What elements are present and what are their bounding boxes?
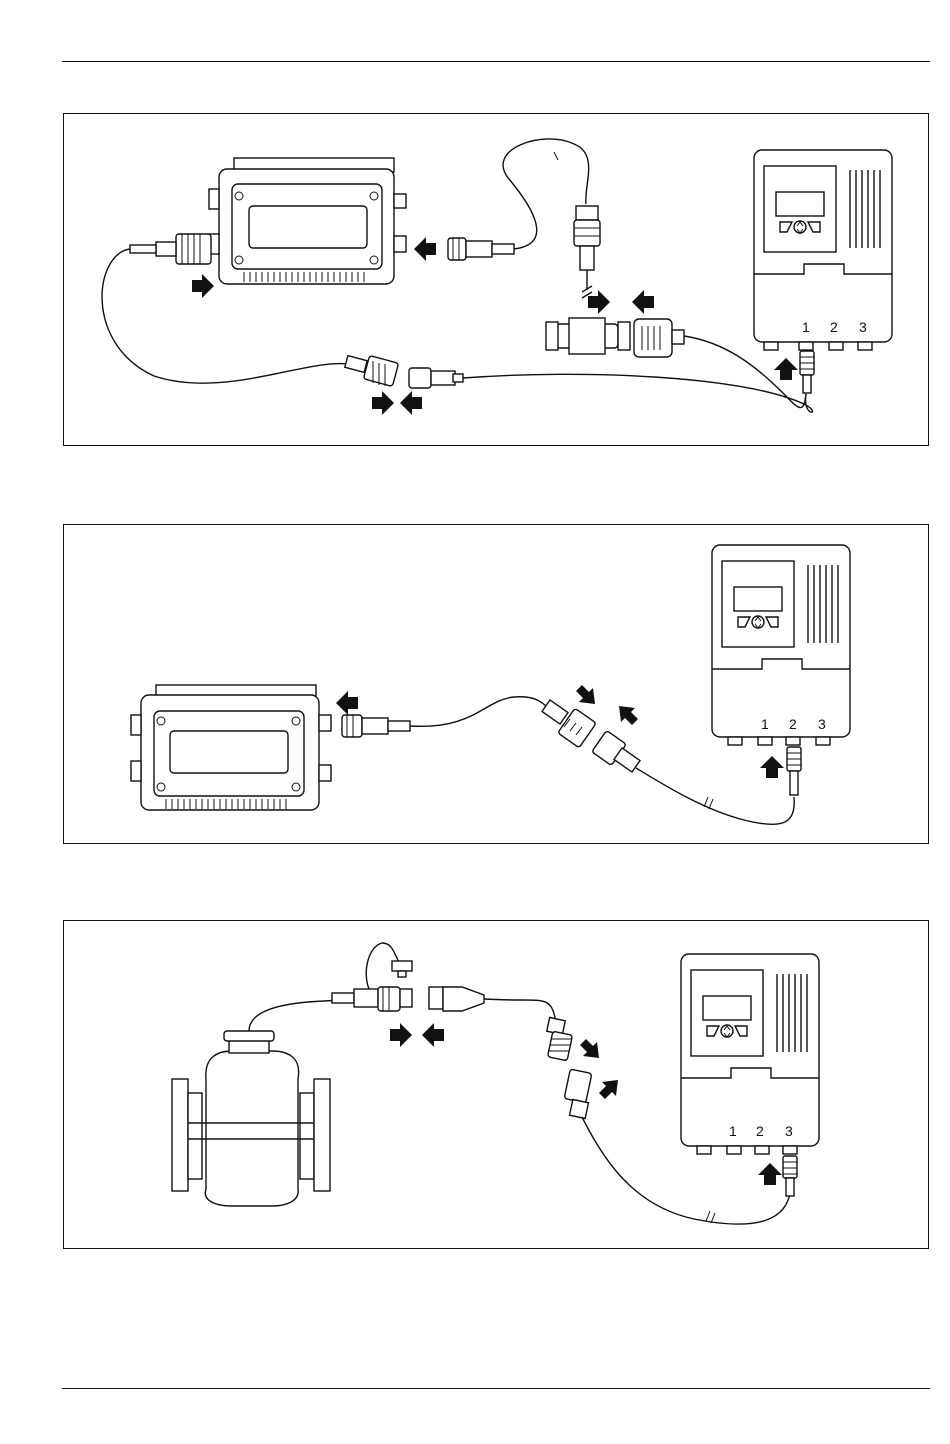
arrow-up-icon <box>758 1163 782 1185</box>
arrow-right-icon <box>192 274 214 298</box>
output-label-2: 2 <box>830 319 838 335</box>
arrow-right-icon <box>372 391 394 415</box>
cable <box>463 374 813 412</box>
transmitter-plug <box>783 1156 797 1196</box>
output-label-1: 1 <box>802 319 810 335</box>
cable-connector-pair <box>547 1017 592 1118</box>
header-rule <box>62 61 930 62</box>
d-sub-plug <box>634 319 684 357</box>
transmitter-2: 1 2 3 <box>712 545 850 745</box>
output-label-2: 2 <box>756 1123 764 1139</box>
output-label-3: 3 <box>859 319 867 335</box>
output-label-2: 2 <box>789 716 797 732</box>
arrow-up-right-icon <box>599 1080 618 1099</box>
arrow-right-icon <box>588 290 610 314</box>
sensor-connector <box>342 715 410 737</box>
output-label-3: 3 <box>818 716 826 732</box>
transmitter-3: 1 2 3 <box>681 954 819 1154</box>
cable <box>484 999 556 1021</box>
transmitter-plug <box>787 747 801 795</box>
sensor-connector <box>130 234 211 264</box>
arrow-up-icon <box>774 358 798 380</box>
cable-connector-pair <box>345 356 463 388</box>
service-adapter <box>546 318 630 354</box>
transmitter-1: 1 2 3 <box>754 150 892 350</box>
arrow-left-icon <box>400 391 422 415</box>
arrow-left-icon <box>632 290 654 314</box>
figure-2-diagram: 1 2 3 <box>64 525 928 843</box>
arrow-left-icon <box>422 1023 444 1047</box>
sensor-module-1 <box>209 158 406 284</box>
cable <box>410 697 554 727</box>
service-plug <box>574 206 600 270</box>
service-connector <box>448 238 514 260</box>
keypad-icon <box>738 616 778 628</box>
sensor-module-2 <box>131 685 331 810</box>
keypad-icon <box>780 221 820 233</box>
footer-rule <box>62 1388 930 1389</box>
figure-3-diagram: 1 2 3 <box>64 921 928 1248</box>
arrow-down-right-icon <box>580 1039 599 1058</box>
arrow-right-icon <box>390 1023 412 1047</box>
arrow-up-left-icon <box>619 706 638 725</box>
keypad-icon <box>707 1025 747 1037</box>
cooling-fins <box>244 272 364 282</box>
figure-3-panel: 1 2 3 <box>63 920 929 1249</box>
output-label-3: 3 <box>785 1123 793 1139</box>
output-label-1: 1 <box>761 716 769 732</box>
transmitter-plug <box>800 351 814 393</box>
arrow-left-icon <box>414 237 436 261</box>
figure-2-panel: 1 2 3 <box>63 524 929 844</box>
output-label-1: 1 <box>729 1123 737 1139</box>
ground-plug <box>392 961 412 977</box>
figure-1-diagram: 1 2 3 <box>64 114 928 445</box>
flow-sensor <box>172 1031 330 1206</box>
arrow-up-icon <box>760 756 784 778</box>
y-adapter <box>429 987 484 1011</box>
sensor-connector <box>332 987 412 1011</box>
arrow-left-icon <box>336 691 358 715</box>
figure-1-panel: 1 2 3 <box>63 113 929 446</box>
arrow-down-right-icon <box>576 685 595 704</box>
